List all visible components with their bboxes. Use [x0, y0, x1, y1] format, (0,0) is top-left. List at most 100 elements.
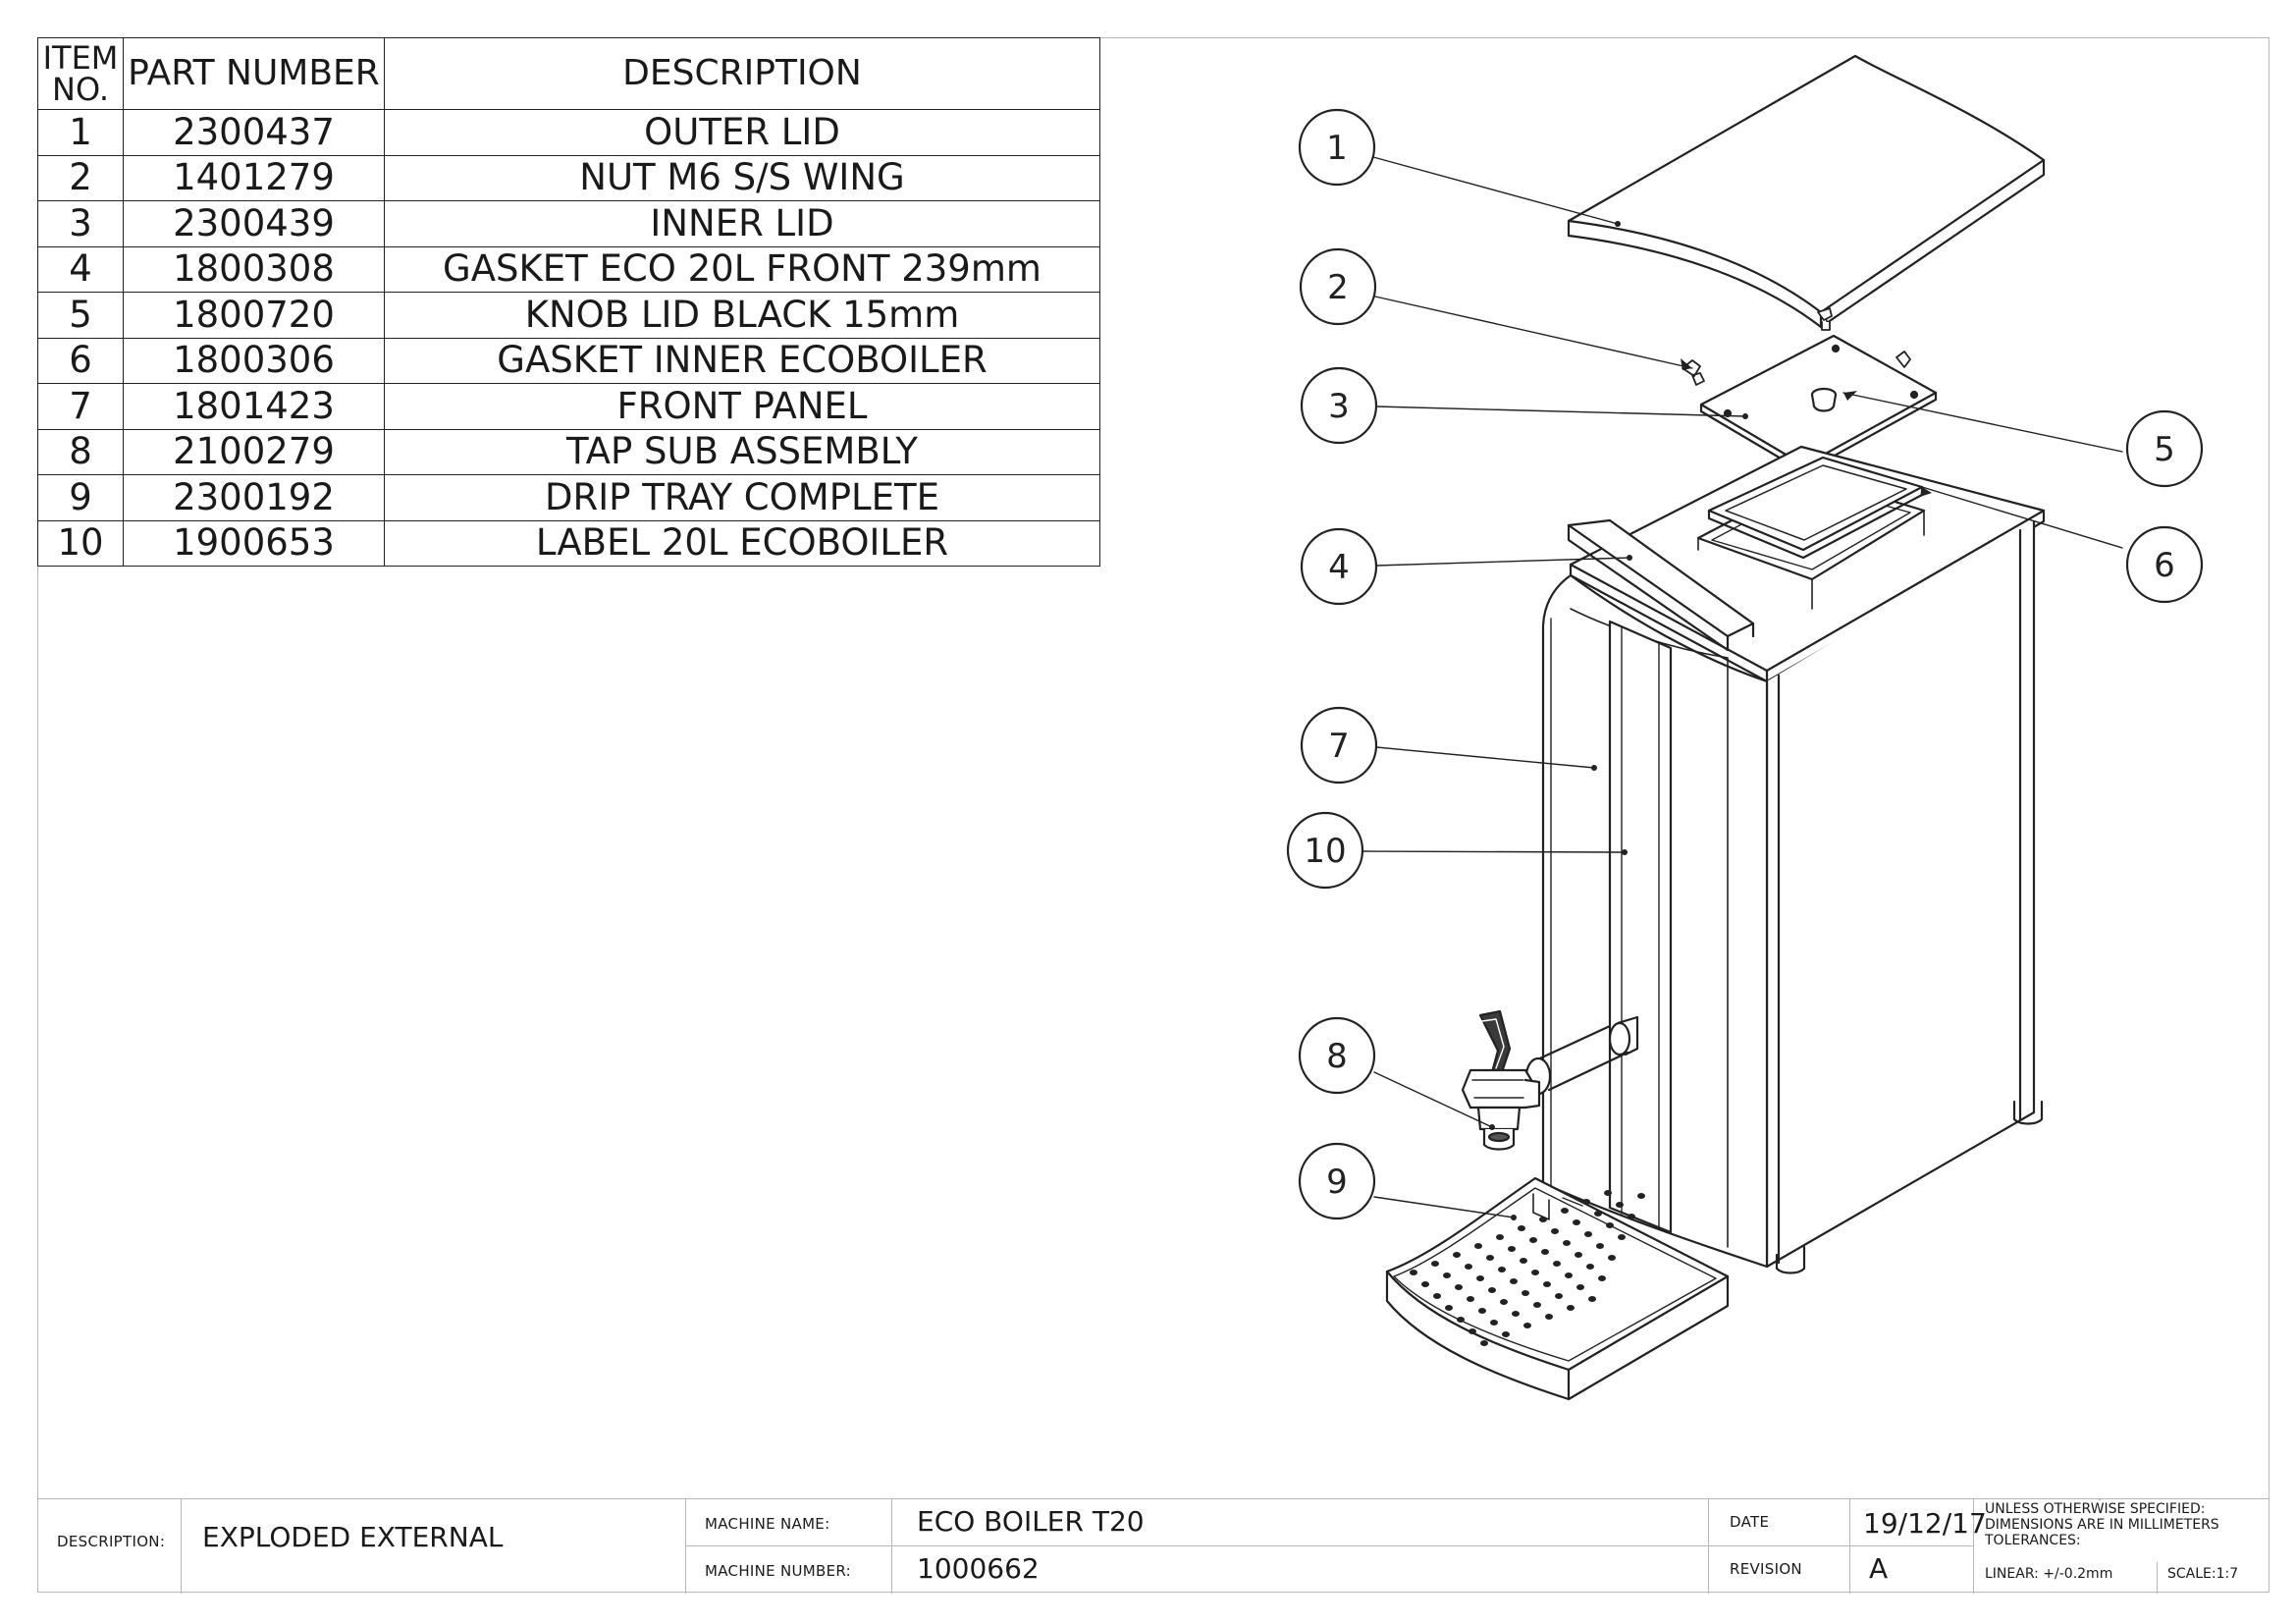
sheet-border — [37, 37, 2269, 1593]
item-no: 6 — [37, 337, 124, 384]
front-gasket-part — [1567, 518, 1755, 652]
drip-tray-hole — [1545, 1314, 1553, 1320]
machine-name-value: ECO BOILER T20 — [917, 1505, 1145, 1538]
drip-tray-hole — [1573, 1219, 1580, 1225]
drip-tray-hole — [1608, 1255, 1616, 1261]
drip-tray-hole — [1522, 1290, 1529, 1296]
drip-tray-hole — [1498, 1267, 1506, 1272]
part-number: 2300437 — [123, 109, 385, 156]
drip-tray-hole — [1606, 1222, 1614, 1228]
balloon-number: 6 — [2154, 546, 2175, 585]
drip-tray-hole — [1618, 1234, 1626, 1240]
drip-tray-hole — [1529, 1237, 1537, 1243]
drip-tray-hole — [1541, 1249, 1549, 1255]
balloon-number: 2 — [1327, 268, 1349, 307]
balloon-1: 1 — [1298, 108, 1376, 187]
leader-dots — [1489, 221, 1932, 1220]
drip-tray-hole — [1474, 1243, 1482, 1249]
part-description: FRONT PANEL — [384, 383, 1100, 430]
part-description: DRIP TRAY COMPLETE — [384, 474, 1100, 521]
balloon-number: 9 — [1326, 1163, 1348, 1202]
balloon-2: 2 — [1299, 247, 1377, 326]
drip-tray-hole — [1431, 1261, 1439, 1267]
drip-tray-hole — [1561, 1208, 1569, 1214]
knob-part — [1810, 387, 1838, 412]
machine-number-label: MACHINE NUMBER: — [705, 1562, 852, 1580]
part-number: 1900653 — [123, 519, 385, 567]
part-number: 1800306 — [123, 337, 385, 384]
balloon-number: 8 — [1326, 1037, 1348, 1076]
part-number-header: PART NUMBER — [123, 37, 385, 110]
drip-tray-hole — [1453, 1252, 1461, 1258]
note-line: TOLERANCES: — [1985, 1533, 2081, 1548]
drip-tray-hole — [1510, 1278, 1518, 1284]
item-no: 8 — [37, 428, 124, 475]
drip-tray-hole — [1502, 1331, 1510, 1337]
drip-tray-hole — [1520, 1258, 1527, 1264]
part-number: 2300192 — [123, 474, 385, 521]
drip-tray-hole — [1421, 1281, 1429, 1287]
drip-tray-hole — [1512, 1311, 1520, 1317]
drip-tray-hole — [1467, 1296, 1474, 1302]
drip-tray-hole — [1553, 1261, 1561, 1267]
drip-tray-hole — [1616, 1202, 1624, 1208]
boiler-body — [1524, 445, 2046, 1274]
part-description: INNER LID — [384, 200, 1100, 247]
scale-value: SCALE:1:7 — [2167, 1566, 2239, 1582]
balloon-number: 7 — [1328, 727, 1350, 766]
drip-tray-hole — [1594, 1211, 1602, 1217]
date-value: 19/12/17 — [1863, 1507, 1987, 1540]
drip-tray-hole — [1628, 1214, 1635, 1219]
outer-lid-part — [1567, 54, 2046, 329]
drip-tray-hole — [1533, 1302, 1541, 1308]
item-no: 10 — [37, 519, 124, 567]
drip-tray-hole — [1476, 1275, 1484, 1281]
item-no: 3 — [37, 200, 124, 247]
inner-lid-part — [1699, 334, 1938, 474]
part-description: OUTER LID — [384, 109, 1100, 156]
drip-tray-hole — [1575, 1252, 1582, 1258]
title-block: DESCRIPTION: EXPLODED EXTERNAL MACHINE N… — [37, 1498, 2269, 1594]
note-line: UNLESS OTHERWISE SPECIFIED: — [1985, 1501, 2206, 1517]
balloon-5: 5 — [2125, 409, 2204, 488]
drip-tray-hole — [1478, 1308, 1486, 1314]
item-no: 9 — [37, 474, 124, 521]
drip-tray-hole — [1576, 1284, 1584, 1290]
drip-tray-hole — [1539, 1217, 1547, 1222]
drip-tray-hole — [1480, 1340, 1488, 1346]
drip-tray-hole — [1586, 1264, 1594, 1270]
balloon-9: 9 — [1298, 1142, 1376, 1220]
part-number: 1401279 — [123, 154, 385, 201]
drip-tray-hole — [1410, 1270, 1417, 1275]
tap-part — [1461, 1009, 1541, 1151]
drip-tray-hole — [1508, 1246, 1516, 1252]
balloon-3: 3 — [1300, 366, 1378, 445]
drip-tray-hole — [1584, 1231, 1592, 1237]
drip-tray-hole — [1468, 1328, 1476, 1334]
balloon-number: 3 — [1328, 387, 1350, 426]
drip-tray-hole — [1490, 1320, 1498, 1326]
drip-tray-hole — [1433, 1293, 1441, 1299]
drip-tray-hole — [1465, 1264, 1472, 1270]
part-description: GASKET INNER ECOBOILER — [384, 337, 1100, 384]
drip-tray-hole — [1637, 1193, 1645, 1199]
drip-tray-hole — [1518, 1225, 1525, 1231]
item-no: 7 — [37, 383, 124, 430]
drip-tray-hole — [1486, 1255, 1494, 1261]
leader-lines — [1361, 156, 2123, 1218]
balloon-number: 1 — [1326, 129, 1348, 168]
part-description: LABEL 20L ECOBOILER — [384, 519, 1100, 567]
balloon-number: 4 — [1328, 548, 1350, 587]
balloon-10: 10 — [1286, 811, 1364, 890]
machine-name-label: MACHINE NAME: — [705, 1515, 830, 1533]
drip-tray-hole — [1598, 1275, 1606, 1281]
drip-tray-hole — [1543, 1281, 1551, 1287]
item-no: 4 — [37, 245, 124, 293]
